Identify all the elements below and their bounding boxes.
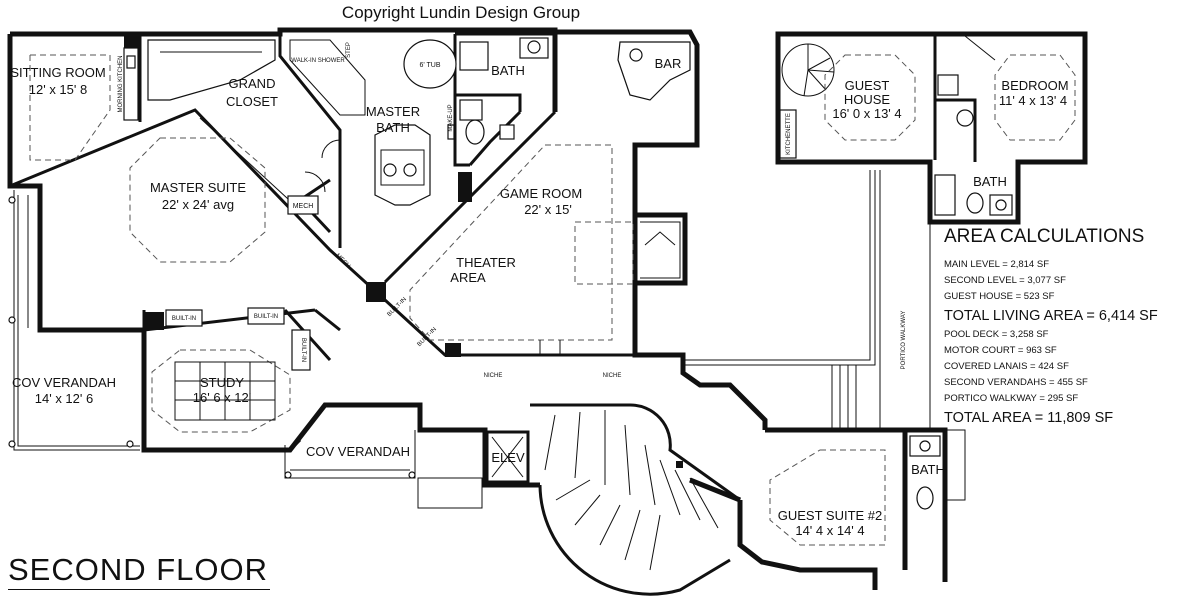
floor-title-underline [8, 589, 270, 590]
grand-closet-label-2: CLOSET [226, 94, 278, 109]
area-line-pool-deck: POOL DECK = 3,258 SF [944, 329, 1049, 340]
portico-walkway-label: PORTICO WALKWAY [901, 311, 907, 370]
built-in-label-1: BUILT-IN [172, 316, 196, 322]
theater-label-2: AREA [450, 270, 486, 285]
master-suite-label: MASTER SUITE [150, 180, 246, 195]
area-line-portico-walkway: PORTICO WALKWAY = 295 SF [944, 393, 1079, 404]
portico-walkway [683, 170, 931, 430]
master-suite-dims: 22' x 24' avg [162, 197, 234, 212]
room-labels: SITTING ROOM 12' x 15' 8 GRAND CLOSET MA… [10, 56, 1068, 538]
grand-staircase [530, 403, 741, 596]
sitting-room-label: SITTING ROOM [10, 65, 105, 80]
cov-verandah-small [284, 430, 483, 509]
theater-label-1: THEATER [456, 255, 516, 270]
master-suite [129, 137, 341, 263]
floor-title: SECOND FLOOR [8, 552, 269, 587]
bath-guest-suite-label: BATH [911, 462, 945, 477]
small-labels: MORNING KITCHEN WALK-IN SHOWER STEP 6' T… [118, 42, 907, 379]
game-room [409, 144, 681, 355]
master-bath-label-1: MASTER [366, 104, 420, 119]
area-line-main-level: MAIN LEVEL = 2,814 SF [944, 259, 1049, 270]
game-room-label: GAME ROOM [500, 186, 582, 201]
study-label: STUDY [200, 375, 244, 390]
bedroom-dims: 11' 4 x 13' 4 [999, 93, 1067, 108]
bath-upper-label: BATH [491, 63, 525, 78]
cov-verandah-small-label: COV VERANDAH [306, 444, 410, 459]
copyright-text: Copyright Lundin Design Group [341, 3, 581, 22]
sitting-room [29, 47, 139, 161]
tub-label: 6' TUB [419, 62, 440, 69]
bar [617, 41, 691, 101]
guest-house-label-1: GUEST [845, 78, 890, 93]
area-line-motor-court: MOTOR COURT = 963 SF [944, 345, 1057, 356]
master-bath [289, 37, 556, 206]
kitchenette-label: KITCHENETTE [786, 113, 792, 155]
built-in-label-3: BUILT-IN [300, 338, 306, 362]
total-living-area: TOTAL LIVING AREA = 6,414 SF [944, 308, 1158, 324]
interior-walls [9, 32, 683, 452]
grand-closet [147, 39, 301, 211]
walk-in-shower-label: WALK-IN SHOWER [291, 58, 345, 64]
niche-label-1: NICHE [484, 373, 503, 379]
master-bath-label-2: BATH [376, 120, 410, 135]
cov-verandah-left [8, 190, 140, 451]
total-area: TOTAL AREA = 11,809 SF [944, 410, 1114, 426]
bar-label: BAR [655, 56, 682, 71]
bath-guest-house-label: BATH [973, 174, 1007, 189]
guest-suite-2-dims: 14' 4 x 14' 4 [795, 523, 864, 538]
mech-label: MECH [293, 203, 314, 210]
guest-suite-2 [769, 429, 966, 546]
game-room-dims: 22' x 15' [524, 202, 572, 217]
study [151, 307, 311, 433]
area-line-covered-lanais: COVERED LANAIS = 424 SF [944, 361, 1069, 372]
built-in-label-2: BUILT-IN [254, 314, 278, 320]
solid-wall-blocks [124, 34, 683, 468]
guest-suite-2-label: GUEST SUITE #2 [778, 508, 883, 523]
cov-verandah-left-label: COV VERANDAH [12, 375, 116, 390]
niche-label-2: NICHE [603, 373, 622, 379]
elevator [485, 430, 530, 484]
bedroom-label: BEDROOM [1001, 78, 1068, 93]
grand-closet-label-1: GRAND [229, 76, 276, 91]
make-up-label: MAKE-UP [448, 104, 454, 131]
area-line-second-verandahs: SECOND VERANDAHS = 455 SF [944, 377, 1088, 388]
elev-label: ELEV [491, 450, 525, 465]
step-label: STEP [346, 42, 352, 58]
morning-kitchen-label: MORNING KITCHEN [118, 56, 124, 113]
guest-house-dims: 16' 0 x 13' 4 [832, 106, 901, 121]
built-in-label-4: BUILT-IN [387, 297, 408, 318]
cov-verandah-left-dims: 14' x 12' 6 [35, 391, 93, 406]
area-calculations: AREA CALCULATIONS MAIN LEVEL = 2,814 SF … [944, 226, 1194, 429]
guest-house-label-2: HOUSE [844, 92, 891, 107]
study-dims: 16' 6 x 12' [193, 390, 251, 405]
mech-chase-label: MECH [334, 253, 351, 270]
guest-house [775, 31, 1088, 225]
area-line-second-level: SECOND LEVEL = 3,077 SF [944, 275, 1066, 286]
area-line-guest-house: GUEST HOUSE = 523 SF [944, 291, 1055, 302]
area-calculations-title: AREA CALCULATIONS [944, 226, 1145, 247]
sitting-room-dims: 12' x 15' 8 [29, 82, 87, 97]
